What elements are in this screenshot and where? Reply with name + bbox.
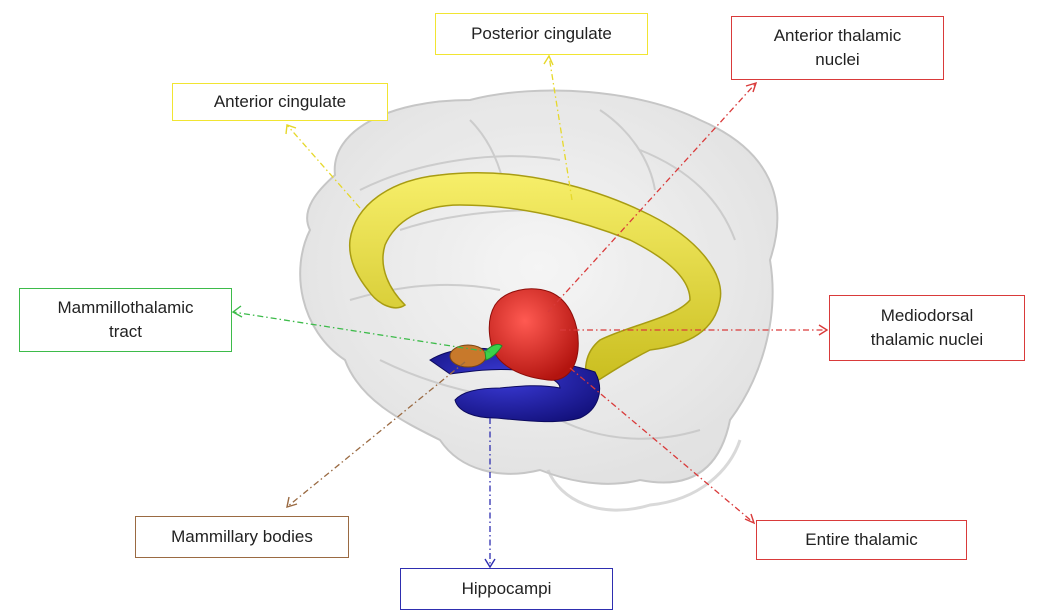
mediodorsal-text-2: thalamic nuclei	[871, 328, 983, 352]
label-anterior-thalamic: Anterior thalamic nuclei	[731, 16, 944, 80]
posterior-cingulate-text: Posterior cingulate	[471, 22, 612, 46]
anterior-thalamic-text-1: Anterior thalamic	[774, 24, 902, 48]
label-mediodorsal: Mediodorsal thalamic nuclei	[829, 295, 1025, 361]
mammillary-structure	[450, 345, 486, 367]
arrowhead-posterior-cingulate	[544, 56, 553, 65]
label-mammillary-bodies: Mammillary bodies	[135, 516, 349, 558]
label-anterior-cingulate: Anterior cingulate	[172, 83, 388, 121]
anterior-thalamic-text-2: nuclei	[815, 48, 859, 72]
mediodorsal-text-1: Mediodorsal	[881, 304, 974, 328]
label-hippocampi: Hippocampi	[400, 568, 613, 610]
anterior-cingulate-text: Anterior cingulate	[214, 90, 346, 114]
label-posterior-cingulate: Posterior cingulate	[435, 13, 648, 55]
mammillothalamic-text-2: tract	[109, 320, 142, 344]
mammillothalamic-text-1: Mammillothalamic	[57, 296, 193, 320]
mammillary-bodies-text: Mammillary bodies	[171, 525, 313, 549]
label-entire-thalamic: Entire thalamic	[756, 520, 967, 560]
hippocampi-text: Hippocampi	[462, 577, 552, 601]
arrowhead-mammillary	[287, 497, 297, 507]
entire-thalamic-text: Entire thalamic	[805, 528, 917, 552]
label-mammillothalamic: Mammillothalamic tract	[19, 288, 232, 352]
arrowhead-mammillothalamic	[233, 306, 242, 317]
